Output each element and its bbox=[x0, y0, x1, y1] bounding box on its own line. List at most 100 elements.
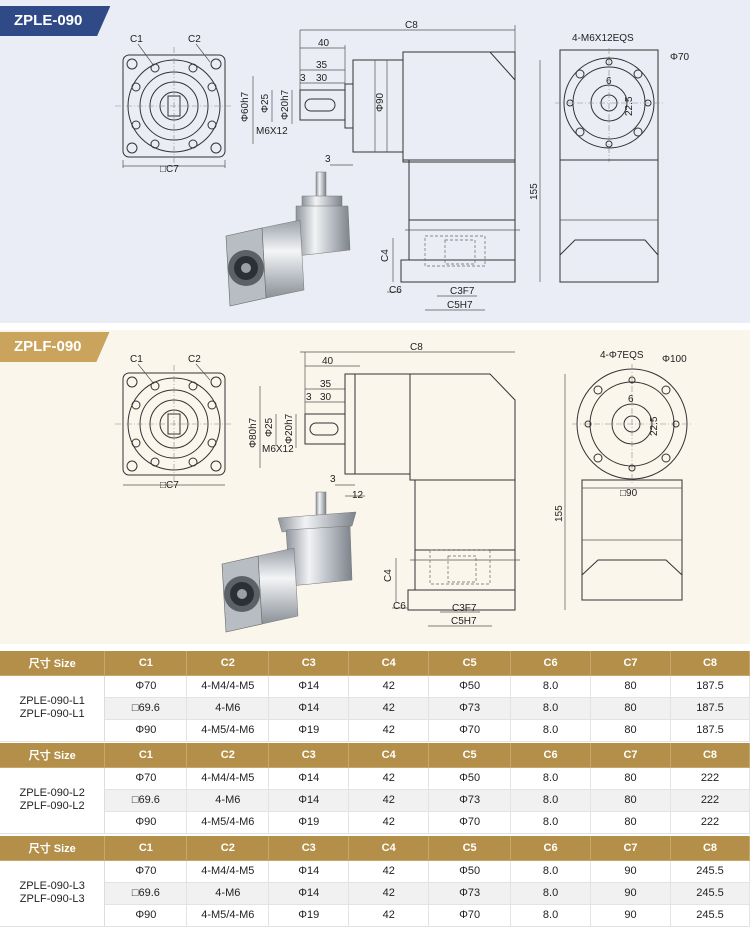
cell: 42 bbox=[348, 697, 430, 720]
label-22-5: 22.5 bbox=[649, 416, 660, 436]
header-c2: C2 bbox=[186, 836, 270, 861]
label-d20: Φ20h7 bbox=[284, 413, 295, 444]
label-3-top: 3 bbox=[300, 73, 306, 84]
cell: Φ70 bbox=[428, 904, 512, 927]
end-view: 4-Φ7EQS Φ100 6 22.5 □90 bbox=[572, 350, 692, 601]
cell: 4-M4/4-M5 bbox=[186, 675, 270, 698]
cell: 245.5 bbox=[670, 904, 750, 927]
cell: Φ90 bbox=[104, 904, 188, 927]
cell: 4-M6 bbox=[186, 882, 270, 905]
cell: 4-M5/4-M6 bbox=[186, 719, 270, 742]
label-d20: Φ20h7 bbox=[280, 89, 291, 120]
cell: 8.0 bbox=[510, 882, 592, 905]
label-d70: Φ70 bbox=[670, 52, 690, 63]
label-155: 155 bbox=[529, 183, 540, 200]
cell: 8.0 bbox=[510, 697, 592, 720]
header-c4: C4 bbox=[348, 651, 430, 676]
flange-front-view: C1 C2 □C7 bbox=[115, 34, 233, 175]
label-d80: Φ80h7 bbox=[248, 417, 259, 448]
cell: 4-M5/4-M6 bbox=[186, 904, 270, 927]
label-3-low: 3 bbox=[330, 474, 336, 485]
header-c7: C7 bbox=[590, 651, 671, 676]
table-header: 尺寸 Size C1 C2 C3 C4 C5 C6 C7 C8 bbox=[0, 651, 750, 676]
label-d60: Φ60h7 bbox=[240, 91, 251, 122]
cell: 245.5 bbox=[670, 882, 750, 905]
cell: Φ14 bbox=[268, 767, 350, 790]
cell: 8.0 bbox=[510, 719, 592, 742]
header-c8: C8 bbox=[670, 651, 750, 676]
cell: 42 bbox=[348, 811, 430, 834]
cell: Φ50 bbox=[428, 675, 512, 698]
label-d25: Φ25 bbox=[264, 417, 275, 437]
zple-090-drawing: C1 C2 □C7 C8 40 35 3 30 bbox=[115, 20, 690, 311]
label-40: 40 bbox=[322, 356, 334, 367]
cell: 80 bbox=[590, 719, 671, 742]
cell: Φ90 bbox=[104, 811, 188, 834]
cell: Φ19 bbox=[268, 904, 350, 927]
label-d25: Φ25 bbox=[260, 93, 271, 113]
cell: 42 bbox=[348, 767, 430, 790]
cell: 8.0 bbox=[510, 904, 592, 927]
label-c6: C6 bbox=[393, 601, 406, 612]
label-d100: Φ100 bbox=[662, 354, 687, 365]
label-35: 35 bbox=[320, 379, 332, 390]
label-c7: □C7 bbox=[160, 480, 179, 491]
header-c3: C3 bbox=[268, 651, 350, 676]
header-size: 尺寸 Size bbox=[0, 836, 106, 861]
label-c6: C6 bbox=[389, 285, 402, 296]
cell: Φ14 bbox=[268, 675, 350, 698]
label-c5: C5H7 bbox=[451, 616, 477, 627]
cell: Φ19 bbox=[268, 811, 350, 834]
flange-front-view: C1 C2 □C7 bbox=[115, 354, 233, 491]
gearbox-photo bbox=[225, 171, 351, 307]
cell: 4-M6 bbox=[186, 697, 270, 720]
header-c3: C3 bbox=[268, 743, 350, 768]
header-c1: C1 bbox=[104, 836, 188, 861]
cell: 90 bbox=[590, 860, 671, 883]
size-table-l1: 尺寸 Size C1 C2 C3 C4 C5 C6 C7 C8 ZPLE-090… bbox=[0, 651, 750, 742]
label-6: 6 bbox=[628, 394, 634, 405]
header-c3: C3 bbox=[268, 836, 350, 861]
header-c5: C5 bbox=[428, 836, 512, 861]
label-40: 40 bbox=[318, 38, 330, 49]
cell: 245.5 bbox=[670, 860, 750, 883]
label-c1: C1 bbox=[130, 354, 143, 365]
cell: Φ50 bbox=[428, 860, 512, 883]
cell: □69.6 bbox=[104, 882, 188, 905]
label-sq90: □90 bbox=[620, 488, 638, 499]
cell: Φ70 bbox=[104, 675, 188, 698]
header-c2: C2 bbox=[186, 743, 270, 768]
cell: Φ73 bbox=[428, 882, 512, 905]
label-c8: C8 bbox=[405, 20, 418, 31]
label-c1: C1 bbox=[130, 34, 143, 45]
table-header: 尺寸 Size C1 C2 C3 C4 C5 C6 C7 C8 bbox=[0, 743, 750, 768]
header-size: 尺寸 Size bbox=[0, 651, 106, 676]
cell: 8.0 bbox=[510, 860, 592, 883]
zplf-090-drawing: C1 C2 □C7 C8 40 35 3 30 bbox=[115, 342, 692, 633]
label-c3: C3F7 bbox=[452, 603, 477, 614]
label-6: 6 bbox=[606, 76, 612, 87]
header-c4: C4 bbox=[348, 743, 430, 768]
label-c4: C4 bbox=[383, 569, 394, 582]
side-view: C8 40 35 3 30 Φ80h7 Φ25 Φ20h7 bbox=[248, 342, 566, 627]
cell: 187.5 bbox=[670, 719, 750, 742]
header-c5: C5 bbox=[428, 651, 512, 676]
label-155: 155 bbox=[554, 505, 565, 522]
cell: 42 bbox=[348, 904, 430, 927]
cell: Φ70 bbox=[104, 767, 188, 790]
label-30: 30 bbox=[320, 392, 332, 403]
cell: 222 bbox=[670, 811, 750, 834]
size-table-l2: 尺寸 Size C1 C2 C3 C4 C5 C6 C7 C8 ZPLE-090… bbox=[0, 743, 750, 834]
header-c8: C8 bbox=[670, 836, 750, 861]
cell: Φ14 bbox=[268, 860, 350, 883]
label-c2: C2 bbox=[188, 354, 201, 365]
label-m6: M6X12 bbox=[256, 126, 288, 137]
cell: 90 bbox=[590, 904, 671, 927]
cell: Φ70 bbox=[428, 719, 512, 742]
